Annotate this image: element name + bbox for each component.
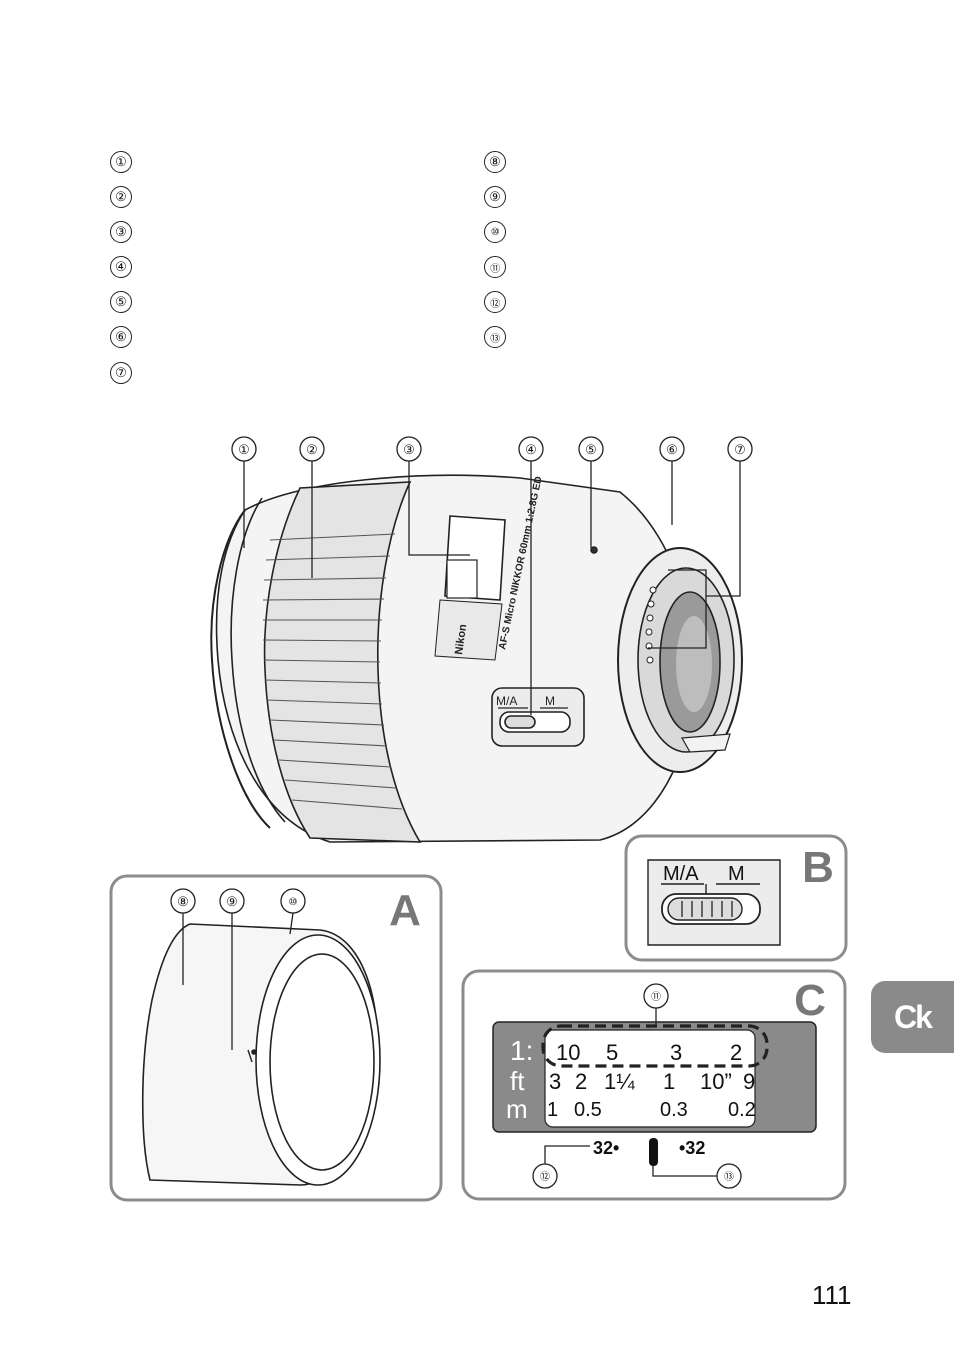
callout-number: ⑨ bbox=[226, 894, 238, 909]
legend-number: ⑩ bbox=[484, 221, 506, 243]
legend-number: ⑬ bbox=[484, 326, 506, 348]
legend-number: ④ bbox=[110, 256, 132, 278]
legend-number: ⑫ bbox=[484, 291, 506, 313]
legend-number: ③ bbox=[110, 221, 132, 243]
panel-c-letter: C bbox=[794, 976, 826, 1025]
panel-b: B M/A M bbox=[624, 834, 848, 962]
lens-illustration bbox=[210, 474, 743, 843]
callout-number: ⑧ bbox=[177, 894, 189, 909]
scale-label-meter: m bbox=[506, 1094, 528, 1124]
callout-number: ⑬ bbox=[724, 1171, 734, 1183]
section-tab: Ck bbox=[871, 981, 954, 1053]
callout-number: ⑩ bbox=[289, 897, 298, 908]
legend-number: ⑨ bbox=[484, 186, 506, 208]
legend-number: ② bbox=[110, 186, 132, 208]
legend-number: ⑥ bbox=[110, 326, 132, 348]
meter-value: 0.2 bbox=[728, 1099, 756, 1121]
legend-number: ⑧ bbox=[484, 151, 506, 173]
lens-brand: Nikon bbox=[453, 623, 469, 655]
callout-number: ⑤ bbox=[585, 442, 597, 457]
callout-number: ④ bbox=[525, 442, 537, 457]
scale-label-feet: ft bbox=[510, 1066, 525, 1096]
callout-number: ① bbox=[238, 442, 250, 457]
legend-number: ⑤ bbox=[110, 291, 132, 313]
legend-number: ⑪ bbox=[484, 256, 506, 278]
aperture-mark-left: 32• bbox=[593, 1138, 619, 1158]
legend-number: ⑦ bbox=[110, 362, 132, 384]
panel-a-letter: A bbox=[389, 886, 421, 935]
meter-value: 1 bbox=[547, 1099, 558, 1121]
feet-value: 1¼ bbox=[604, 1069, 635, 1094]
feet-value: 1 bbox=[663, 1069, 675, 1094]
meter-value: 0.3 bbox=[660, 1099, 688, 1121]
meter-value: 0.5 bbox=[574, 1099, 602, 1121]
lens-callouts bbox=[231, 436, 753, 715]
panel-b-switch-m: M bbox=[728, 863, 745, 885]
feet-value: 3 bbox=[549, 1069, 561, 1094]
ratio-value: 2 bbox=[730, 1040, 742, 1065]
aperture-mark-right: •32 bbox=[679, 1138, 705, 1158]
callout-number: ③ bbox=[403, 442, 415, 457]
callout-number: ⑫ bbox=[540, 1171, 550, 1183]
feet-value: 10” bbox=[700, 1069, 732, 1094]
panel-a: A ⑧ ⑨ ⑩ bbox=[109, 874, 443, 1202]
scale-label-ratio: 1: bbox=[510, 1035, 533, 1066]
panel-b-switch-ma: M/A bbox=[663, 863, 699, 885]
callout-number: ② bbox=[306, 442, 318, 457]
legend-number: ① bbox=[110, 151, 132, 173]
focus-index-mark bbox=[649, 1138, 658, 1166]
callout-number: ⑥ bbox=[666, 442, 678, 457]
callout-number: ⑦ bbox=[734, 442, 746, 457]
panel-b-letter: B bbox=[802, 843, 834, 892]
callout-number: ⑪ bbox=[651, 991, 661, 1003]
feet-value: 2 bbox=[575, 1069, 587, 1094]
lens-switch-m-label: M bbox=[545, 694, 555, 708]
ratio-value: 3 bbox=[670, 1040, 682, 1065]
page-number: 111 bbox=[812, 1280, 852, 1310]
ratio-value: 5 bbox=[606, 1040, 618, 1065]
panel-c: C 1: ft m 10 5 3 2 3 2 1¼ 1 10” 9 1 0.5 bbox=[461, 969, 847, 1201]
ratio-value: 10 bbox=[556, 1040, 580, 1065]
feet-value: 9 bbox=[743, 1069, 755, 1094]
lens-switch-ma-label: M/A bbox=[496, 694, 517, 708]
